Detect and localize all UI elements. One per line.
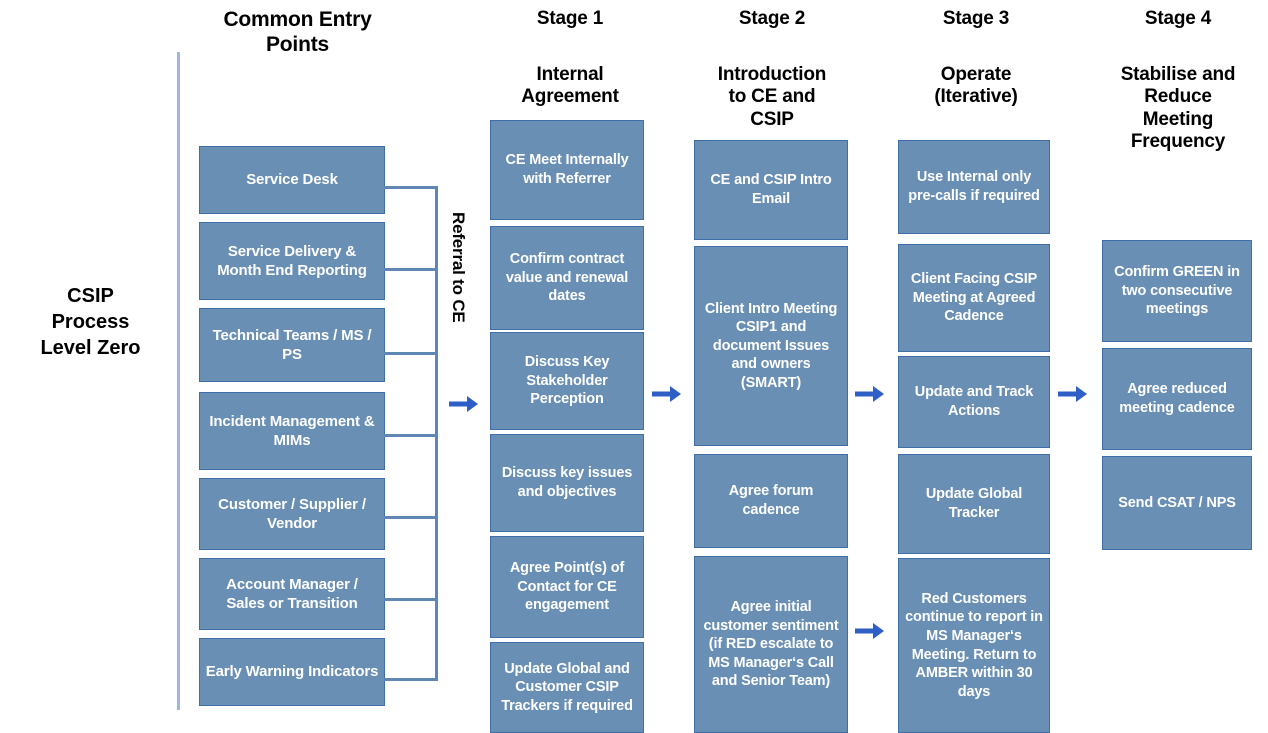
arrow-entry-to-stage1-icon bbox=[449, 396, 478, 412]
stage-4-name-line-4: Frequency bbox=[1130, 131, 1226, 153]
stage-1-box-update-global-customer-trackers[interactable]: Update Global and Customer CSIP Trackers… bbox=[490, 642, 644, 733]
arrow-stage3-to-stage4-icon bbox=[1058, 386, 1087, 402]
stage-4-name-line-2: Reduce bbox=[1144, 86, 1212, 108]
bracket-connector-7 bbox=[384, 678, 438, 681]
stage-2-box-ce-csip-intro-email[interactable]: CE and CSIP Intro Email bbox=[694, 140, 848, 240]
entry-box-customer-supplier-vendor[interactable]: Customer / Supplier / Vendor bbox=[199, 478, 385, 550]
entry-box-technical-teams[interactable]: Technical Teams / MS / PS bbox=[199, 308, 385, 382]
stage-4-box-confirm-green-two-consecutive[interactable]: Confirm GREEN in two consecutive meeting… bbox=[1102, 240, 1252, 342]
diagram-left-title: CSIP Process Level Zero bbox=[18, 283, 163, 361]
stage-3-number: Stage 3 bbox=[942, 8, 1010, 29]
stage-2-name: Introduction to CE and CSIP bbox=[692, 64, 852, 131]
stage-3-box-red-customers-continue-report[interactable]: Red Customers continue to report in MS M… bbox=[898, 558, 1050, 733]
stage-3-box-use-internal-pre-calls[interactable]: Use Internal only pre-calls if required bbox=[898, 140, 1050, 234]
arrow-stage2-to-stage3-top-icon bbox=[855, 386, 884, 402]
stage-4-box-send-csat-nps[interactable]: Send CSAT / NPS bbox=[1102, 456, 1252, 550]
section-divider-line bbox=[177, 52, 180, 710]
referral-to-ce-label: Referral to CE bbox=[449, 212, 468, 323]
entry-box-incident-management-mims[interactable]: Incident Management & MIMs bbox=[199, 392, 385, 470]
stage-3-box-update-track-actions[interactable]: Update and Track Actions bbox=[898, 356, 1050, 448]
stage-1-box-discuss-key-stakeholder-perception[interactable]: Discuss Key Stakeholder Perception bbox=[490, 332, 644, 430]
stage-3-name-line-2: (Iterative) bbox=[934, 86, 1018, 108]
stage-4-box-agree-reduced-meeting-cadence[interactable]: Agree reduced meeting cadence bbox=[1102, 348, 1252, 450]
bracket-connector-6 bbox=[384, 598, 438, 601]
left-title-line-csip: CSIP bbox=[67, 285, 114, 307]
stage-1-number: Stage 1 bbox=[536, 8, 604, 29]
entry-box-service-desk[interactable]: Service Desk bbox=[199, 146, 385, 214]
bracket-connector-2 bbox=[384, 268, 438, 271]
arrow-stage2-to-stage3-bottom-icon bbox=[855, 623, 884, 639]
stage-4-name: Stabilise and Reduce Meeting Frequency bbox=[1098, 64, 1258, 154]
stage-3-name: Operate (Iterative) bbox=[896, 64, 1056, 109]
bracket-connector-1 bbox=[384, 186, 438, 189]
entry-title-line-1: Common Entry bbox=[223, 8, 372, 31]
stage-1-box-confirm-contract-value[interactable]: Confirm contract value and renewal dates bbox=[490, 226, 644, 330]
stage-3-box-update-global-tracker[interactable]: Update Global Tracker bbox=[898, 454, 1050, 554]
stage-1-name: Internal Agreement bbox=[490, 64, 650, 109]
bracket-connector-4 bbox=[384, 434, 438, 437]
stage-4-name-line-3: Meeting bbox=[1142, 108, 1214, 130]
stage-3-box-client-facing-csip-meeting[interactable]: Client Facing CSIP Meeting at Agreed Cad… bbox=[898, 244, 1050, 352]
stage-1-box-discuss-key-issues-objectives[interactable]: Discuss key issues and objectives bbox=[490, 434, 644, 532]
stage-2-number: Stage 2 bbox=[738, 8, 806, 29]
stage-4-number: Stage 4 bbox=[1144, 8, 1212, 29]
bracket-connector-5 bbox=[384, 516, 438, 519]
stage-2-name-line-3: CSIP bbox=[750, 108, 794, 130]
stage-2-name-line-1: Introduction bbox=[717, 64, 827, 85]
stage-2-box-client-intro-meeting-csip1[interactable]: Client Intro Meeting CSIP1 and document … bbox=[694, 246, 848, 446]
stage-2-box-agree-initial-customer-sentiment[interactable]: Agree initial customer sentiment (if RED… bbox=[694, 556, 848, 733]
stage-1-name-line-2: Agreement bbox=[521, 86, 619, 108]
arrow-stage1-to-stage2-icon bbox=[652, 386, 681, 402]
entry-box-service-delivery-month-end-reporting[interactable]: Service Delivery & Month End Reporting bbox=[199, 222, 385, 300]
stage-2-box-agree-forum-cadence[interactable]: Agree forum cadence bbox=[694, 454, 848, 548]
entry-box-early-warning-indicators[interactable]: Early Warning Indicators bbox=[199, 638, 385, 706]
stage-1-name-line-1: Internal bbox=[536, 64, 604, 85]
stage-1-box-agree-points-of-contact[interactable]: Agree Point(s) of Contact for CE engagem… bbox=[490, 536, 644, 638]
stage-4-name-line-1: Stabilise and bbox=[1120, 64, 1236, 85]
bracket-spine bbox=[435, 186, 438, 680]
entry-box-account-manager-sales-transition[interactable]: Account Manager / Sales or Transition bbox=[199, 558, 385, 630]
stage-3-name-line-1: Operate bbox=[940, 64, 1012, 85]
stage-2-name-line-2: to CE and bbox=[728, 86, 816, 108]
bracket-connector-3 bbox=[384, 352, 438, 355]
stage-1-box-ce-meet-internally[interactable]: CE Meet Internally with Referrer bbox=[490, 120, 644, 220]
left-title-line-level-zero: Level Zero bbox=[40, 337, 141, 359]
left-title-line-process: Process bbox=[51, 311, 130, 333]
column-title-common-entry-points: Common Entry Points bbox=[200, 8, 395, 58]
entry-title-line-2: Points bbox=[266, 32, 329, 56]
